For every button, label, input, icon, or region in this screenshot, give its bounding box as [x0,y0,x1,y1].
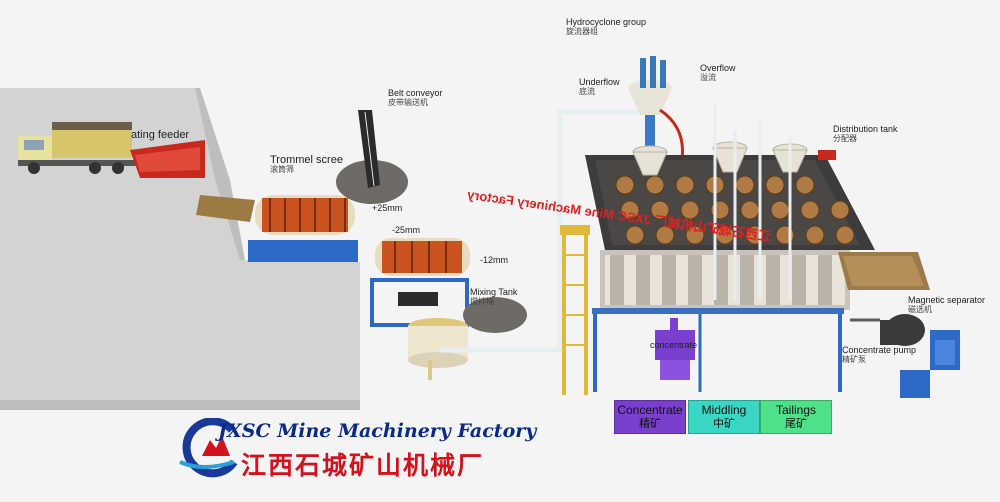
belt-conveyor [358,110,380,188]
legend-label-cn: 尾矿 [785,418,807,430]
trommel-screen [248,195,358,262]
label-minus-25mm: -25mm [392,225,421,235]
hydrocyclone-group [628,56,684,171]
stair-tower [560,225,590,395]
legend-label-cn: 精矿 [639,418,661,430]
magnetic-separator [880,314,960,398]
legend-label-en: Middling [701,403,747,417]
brand-name-en: JXSC Mine Machinery Factory [218,420,537,442]
label-plus-25mm: +25mm [372,203,403,213]
jxsc-logo-icon [179,418,238,478]
brand-name-cn: 江西石城矿山机械厂 [241,451,485,480]
tailings-basin [838,252,930,290]
legend-label-en: Concentrate [617,403,683,417]
legend-label-cn: 中矿 [713,418,735,430]
vibrating-feeder [130,140,205,178]
spiral-columns [610,255,832,305]
label-concentrate: concentrate [650,340,698,350]
dump-truck [18,122,138,174]
stockpile-fine [463,297,527,333]
concentrate-tank [655,318,695,380]
label-feeder: ating feeder [131,129,190,141]
legend-label-en: Tailings [775,403,817,417]
mixing-tank [398,292,468,380]
label-minus-12mm: -12mm [480,255,509,265]
trommel-screen-2 [370,238,470,327]
